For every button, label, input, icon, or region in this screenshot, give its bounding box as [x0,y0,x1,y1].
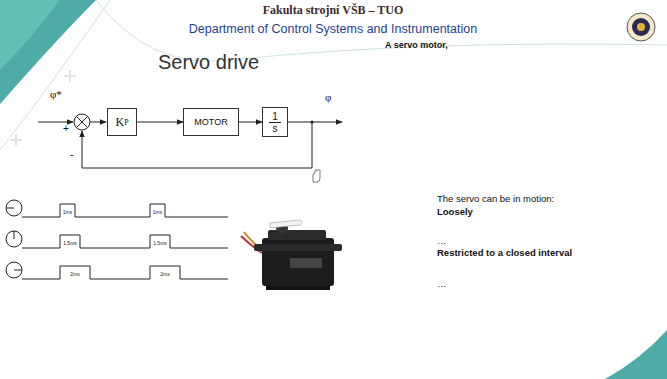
servo-illustration [241,220,342,290]
corner-band [0,0,96,104]
note-text: The servo can be in motion: [437,194,554,205]
signal-name: φ [325,91,331,104]
box-text: K [115,115,124,130]
note-text: … [437,236,447,247]
block-box: MOTOR [183,108,239,136]
corner-band-light [0,0,60,70]
signal-arrow [239,122,262,123]
pulse-width-label: 1.5ms [153,241,167,247]
box-text: s [273,123,278,134]
summing-junction [74,114,90,130]
pulse-diagram [6,200,228,279]
sign-label: + [63,123,69,135]
university-logo [627,13,655,41]
signal-name: φ* [50,88,62,101]
note-text: Loosely [437,207,473,218]
sign-label: - [70,148,74,161]
hand-icon [313,170,320,182]
decor-line [0,0,110,150]
pulse-width-label: 1ms [153,210,162,216]
box-text: MOTOR [194,117,227,127]
subtitle-text: A servo motor, [385,40,448,50]
decor-cross [10,70,76,146]
corner-band [605,330,667,379]
block-box: KP [107,108,137,136]
department-text: Department of Control Systems and Instru… [189,22,477,36]
box-text: 1 [269,111,281,123]
slide-title: Servo drive [158,51,259,74]
pulse-width-label: 2ms [70,272,79,278]
header-text: Fakulta strojní VŠB – TUO [263,4,404,18]
pulse-width-label: 2ms [160,272,169,278]
junction-dot [310,120,313,123]
pulse-width-label: 1ms [63,210,72,216]
pulse-width-label: 1.5ms [63,241,77,247]
note-text: Restricted to a closed interval [437,248,572,259]
block-box: 1s [262,107,288,137]
box-text: P [124,118,128,127]
note-text: … [437,279,447,290]
signal-arrow [137,122,183,123]
